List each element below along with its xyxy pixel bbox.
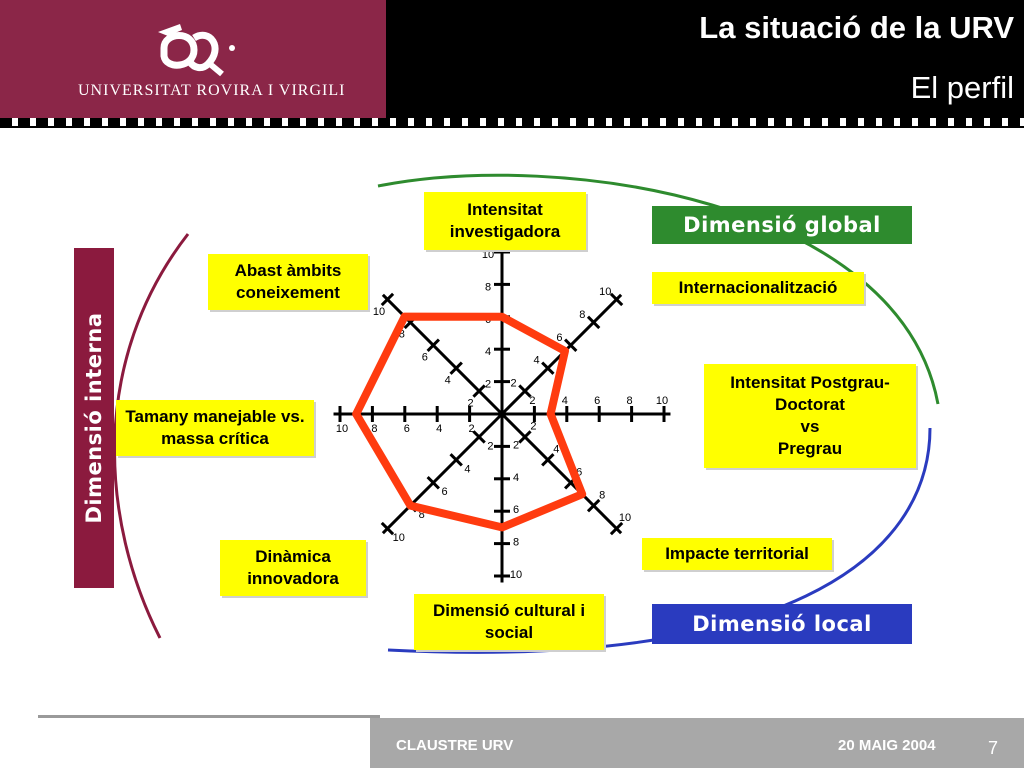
radar-tick-label: 2 xyxy=(487,440,493,452)
radar-ticks xyxy=(338,250,666,578)
footer-date: 20 MAIG 2004 xyxy=(838,737,936,754)
page-number: 7 xyxy=(988,738,999,758)
radar-axis-line xyxy=(500,412,623,535)
radar-tick-label: 10 xyxy=(336,423,348,435)
dimension-interna-label: Dimensió interna xyxy=(74,248,114,588)
radar-tick-mark xyxy=(518,384,532,398)
radar-tick-mark xyxy=(380,521,395,536)
radar-tick-label: 6 xyxy=(556,332,562,344)
radar-tick-label: 10 xyxy=(599,286,611,298)
radar-tick-mark xyxy=(449,361,463,375)
radar-tick-label: 4 xyxy=(445,374,451,386)
radar-tick-label: 8 xyxy=(513,537,519,549)
label-tamany-manejable: Tamany manejable vs. massa crítica xyxy=(116,400,314,456)
radar-tick-label: 6 xyxy=(422,352,428,364)
radar-tick-mark xyxy=(472,430,486,444)
radar-tick-mark xyxy=(449,453,463,467)
radar-tick-label: 10 xyxy=(656,395,668,407)
radar-tick-label: 4 xyxy=(485,346,491,358)
radar-tick-label: 6 xyxy=(576,466,582,478)
radar-tick-label: 10 xyxy=(482,249,494,261)
label-dinamica-innovadora: Dinàmica innovadora xyxy=(220,540,366,596)
label-postgrau-line-4: Pregrau xyxy=(777,439,843,458)
radar-tick-label: 8 xyxy=(399,329,405,341)
radar-tick-labels: 2 4 6 8 10 2 4 6 8 10 2 4 6 8 10 2 4 6 8 10 2 4 6 8 10 2 4 6 8 10 2 4 6 8… xyxy=(336,249,668,581)
radar-tick-label: 4 xyxy=(553,444,559,456)
radar-tick-mark xyxy=(426,338,440,352)
radar-axis-line xyxy=(381,412,504,535)
radar-tick-label: 4 xyxy=(562,395,568,407)
label-postgrau-line-1: Intensitat Postgrau- xyxy=(730,373,890,392)
label-impacte-territorial: Impacte territorial xyxy=(642,538,832,570)
urv-logo-icon xyxy=(158,24,235,77)
radar-tick-label: 8 xyxy=(627,395,633,407)
label-abast-ambits: Abast àmbits coneixement xyxy=(208,254,368,310)
label-internacionalitzacio: Internacionalització xyxy=(652,272,864,304)
radar-tick-label: 10 xyxy=(619,512,631,524)
dimension-local-label: Dimensió local xyxy=(652,604,912,644)
radar-profile-polygon xyxy=(352,312,587,532)
footer-event: CLAUSTRE URV xyxy=(396,737,514,754)
footer-line xyxy=(38,715,380,718)
radar-tick-label: 2 xyxy=(485,379,491,391)
radar-tick-label: 2 xyxy=(529,395,535,407)
label-intensitat-investigadora: Intensitat investigadora xyxy=(424,192,586,250)
radar-tick-label: 8 xyxy=(599,489,605,501)
radar-tick-label: 6 xyxy=(442,486,448,498)
label-postgrau-line-2: Doctorat xyxy=(775,395,845,414)
radar-tick-label: 2 xyxy=(530,421,536,433)
radar-tick-mark xyxy=(541,361,555,375)
radar-tick-mark xyxy=(380,292,395,307)
label-dimensio-cultural: Dimensió cultural i social xyxy=(414,594,604,650)
university-name: UNIVERSITAT ROVIRA I VIRGILI xyxy=(78,82,346,99)
radar-tick-label: 4 xyxy=(464,463,470,475)
radar-tick-label: 8 xyxy=(579,309,585,321)
radar-tick-mark xyxy=(586,498,601,513)
radar-tick-label: 6 xyxy=(404,423,410,435)
radar-tick-label: 8 xyxy=(371,423,377,435)
radar-tick-label: 8 xyxy=(485,281,491,293)
header-title-panel xyxy=(386,0,1024,118)
radar-tick-label: 2 xyxy=(469,423,475,435)
page-title: La situació de la URV xyxy=(699,10,1014,45)
radar-tick-label: 10 xyxy=(393,532,405,544)
radar-tick-mark xyxy=(564,338,578,352)
dimension-global-label: Dimensió global xyxy=(652,206,912,244)
radar-tick-mark xyxy=(518,430,532,444)
radar-tick-mark xyxy=(426,476,440,490)
radar-tick-label: 10 xyxy=(510,569,522,581)
radar-tick-label: 10 xyxy=(373,306,385,318)
radar-tick-label: 2 xyxy=(513,439,519,451)
radar-tick-label: 4 xyxy=(513,472,519,484)
radar-tick-mark xyxy=(541,453,555,467)
radar-tick-mark xyxy=(586,315,601,330)
radar-tick-mark xyxy=(472,384,486,398)
radar-tick-mark xyxy=(609,521,624,536)
label-postgrau-doctorat: Intensitat Postgrau- Doctorat vs Pregrau xyxy=(704,364,916,468)
label-postgrau-line-3: vs xyxy=(800,417,820,436)
radar-axes xyxy=(333,245,671,583)
radar-tick-label: 4 xyxy=(436,423,442,435)
radar-tick-label: 8 xyxy=(419,509,425,521)
radar-tick-mark xyxy=(609,292,624,307)
radar-tick-label: 4 xyxy=(533,355,539,367)
radar-tick-label: 6 xyxy=(513,504,519,516)
radar-tick-label: 6 xyxy=(594,395,600,407)
radar-tick-label: 2 xyxy=(511,378,517,390)
dimension-interna-text: Dimensió interna xyxy=(82,312,106,524)
header-divider xyxy=(0,118,1024,128)
radar-tick-label: 2 xyxy=(468,397,474,409)
page-subtitle: El perfil xyxy=(910,70,1014,105)
footer-bar xyxy=(370,718,1024,768)
